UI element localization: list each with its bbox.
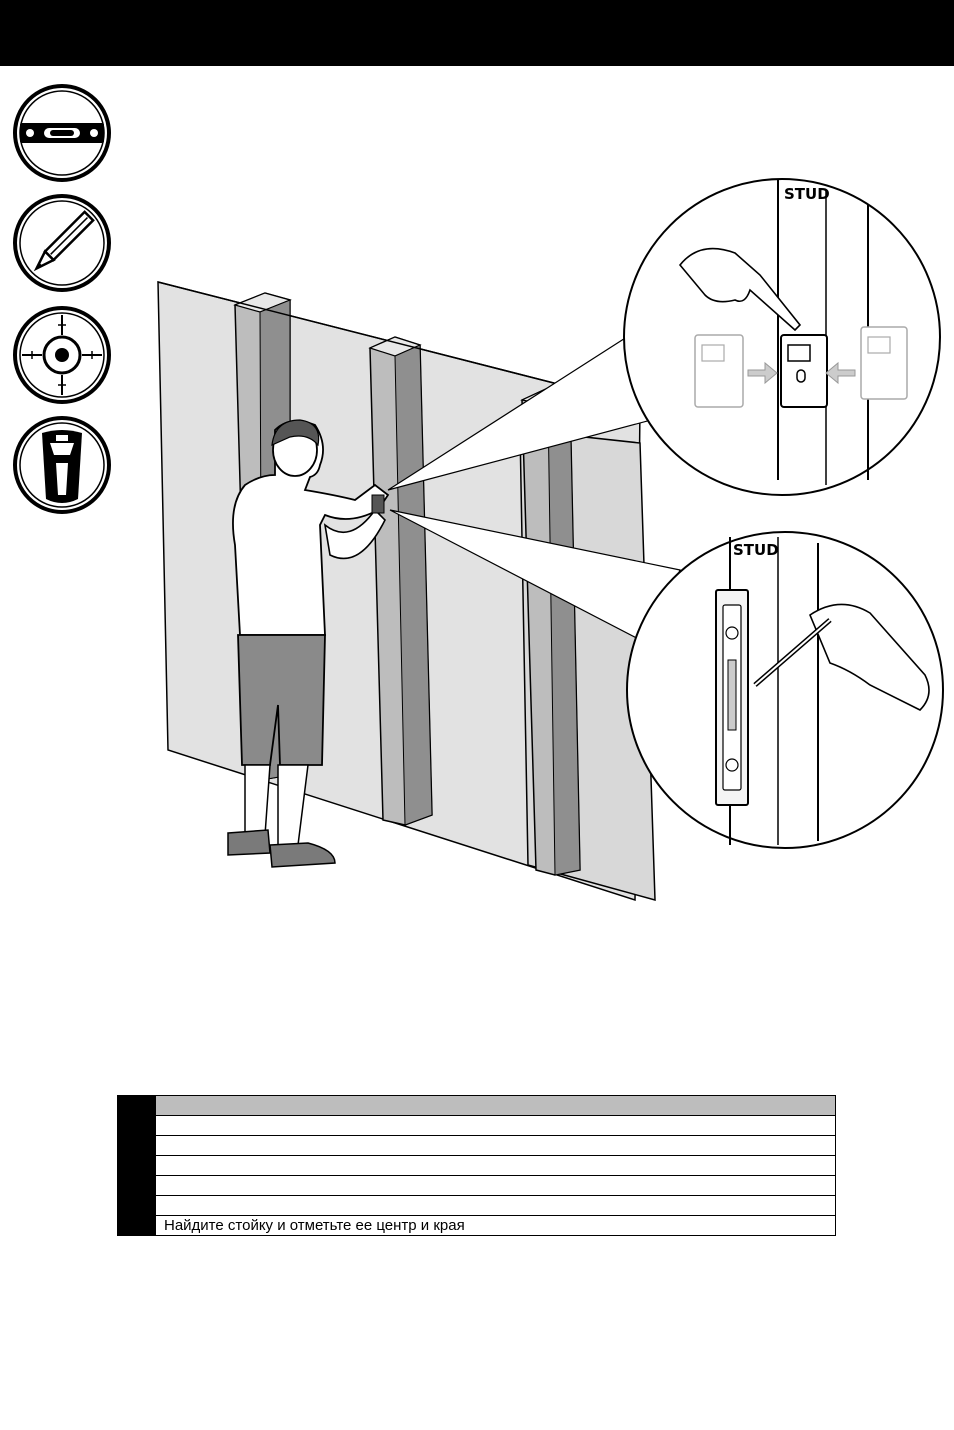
stud-finder-target-icon xyxy=(13,306,111,404)
step-text-cell xyxy=(155,1155,836,1176)
stud-finding-illustration: STUD STUD xyxy=(157,178,944,902)
step-text-cell xyxy=(155,1135,836,1156)
table-row xyxy=(117,1095,836,1116)
table-row xyxy=(117,1115,836,1136)
stud-right xyxy=(520,387,581,876)
table-row xyxy=(117,1195,836,1216)
callout-bottom: STUD xyxy=(626,531,944,849)
table-row xyxy=(117,1135,836,1156)
step-number-cell xyxy=(117,1175,156,1196)
callout-bottom-stud-label: STUD xyxy=(733,541,779,559)
person-figure xyxy=(227,419,390,868)
step-text-cell xyxy=(155,1095,836,1116)
stud-finder-device-icon xyxy=(13,416,111,514)
callout-top-stud-label: STUD xyxy=(784,185,830,203)
step-number-cell xyxy=(117,1215,156,1236)
step-number-cell xyxy=(117,1135,156,1156)
step-text-cell xyxy=(155,1195,836,1216)
level-icon xyxy=(13,84,111,182)
step-text-cell xyxy=(155,1175,836,1196)
step-number-cell xyxy=(117,1155,156,1176)
pencil-icon xyxy=(13,194,111,292)
table-row xyxy=(117,1175,836,1196)
step-number-cell xyxy=(117,1095,156,1116)
stud-middle xyxy=(368,336,433,826)
header-bar xyxy=(0,0,954,66)
callout-top: STUD xyxy=(623,178,941,496)
steps-table: Найдите стойку и отметьте ее центр и кра… xyxy=(117,1095,836,1236)
step-text-cell: Найдите стойку и отметьте ее центр и кра… xyxy=(155,1215,836,1236)
table-row: Найдите стойку и отметьте ее центр и кра… xyxy=(117,1215,836,1236)
table-row xyxy=(117,1155,836,1176)
step-number-cell xyxy=(117,1115,156,1136)
step-text-cell xyxy=(155,1115,836,1136)
step-number-cell xyxy=(117,1195,156,1216)
